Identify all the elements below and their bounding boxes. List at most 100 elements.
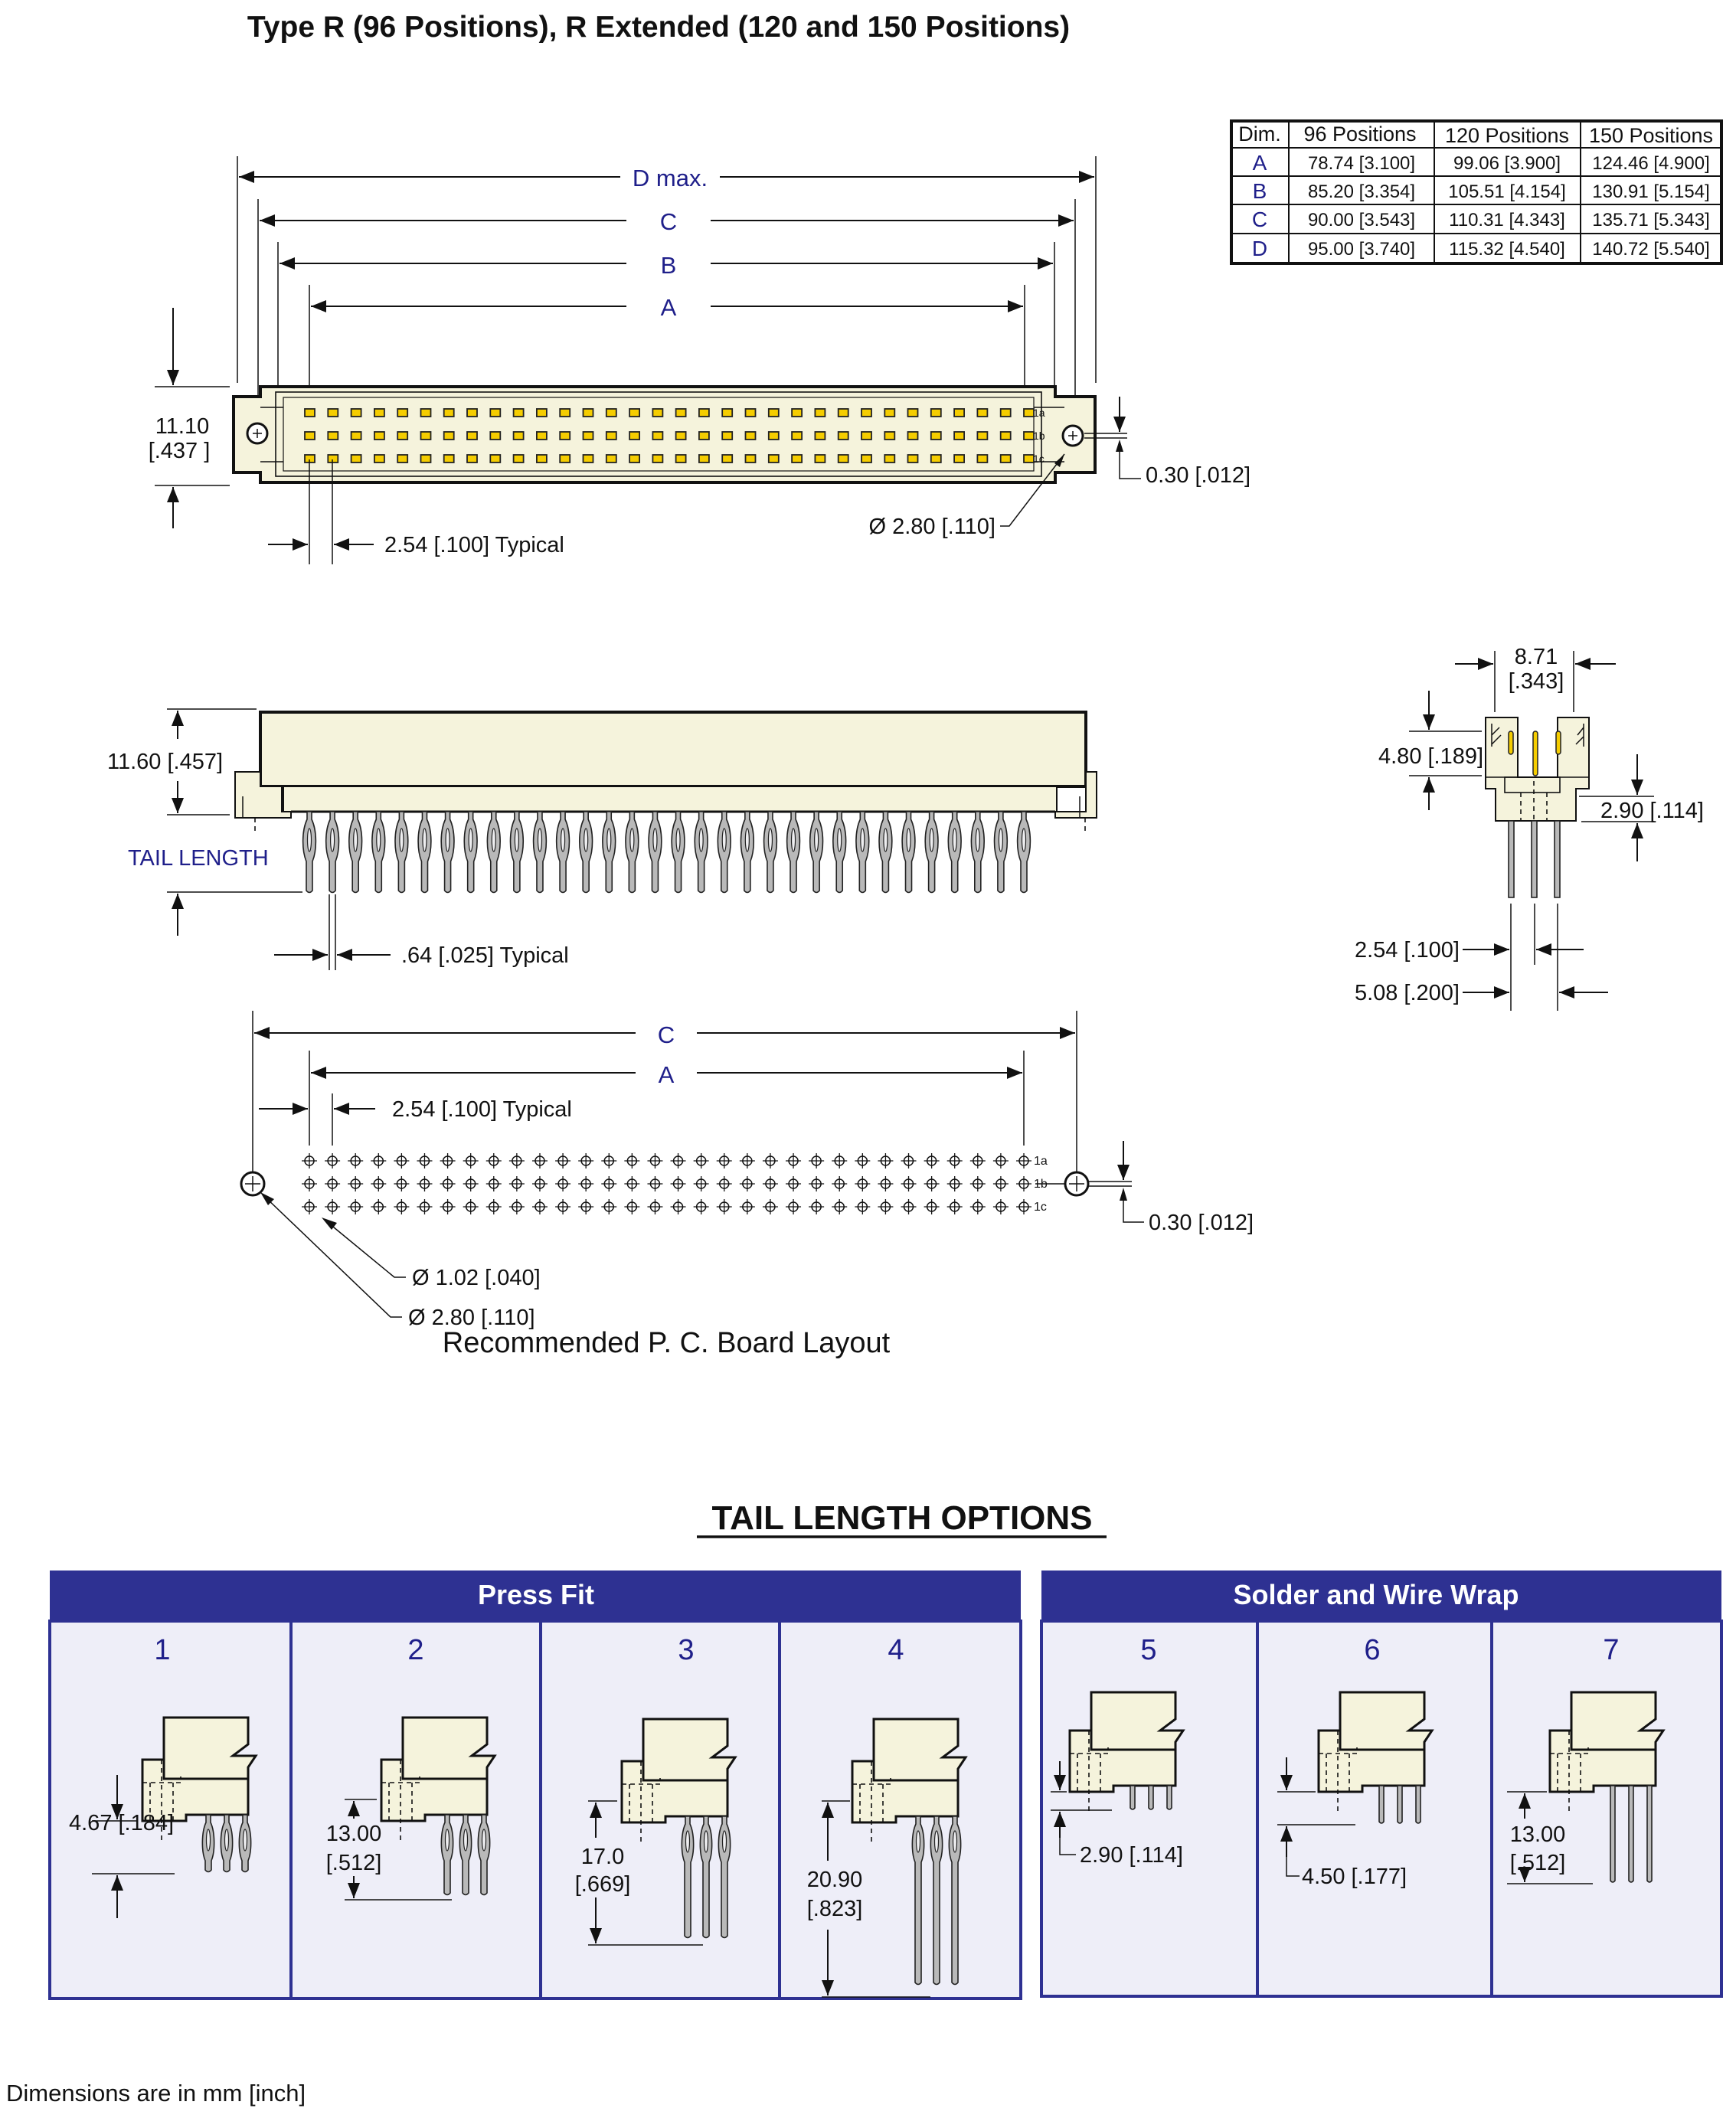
table-cell-dim: A [1253,151,1267,175]
contact [744,431,757,440]
contact [930,431,942,440]
contact [1023,454,1035,463]
pcb-hole [417,1176,433,1191]
pcb-hole [371,1199,387,1214]
pcb-hole [485,1153,502,1168]
pcb-hole [555,1176,571,1191]
pcb-hole [578,1199,594,1214]
pcb-hole [809,1176,825,1191]
group-header-solder [1041,1571,1721,1621]
pcb-hole [946,1199,963,1214]
contact [999,454,1012,463]
option-number-2: 2 [407,1634,423,1666]
contact [907,431,919,440]
tail-pin [809,811,824,894]
pcb-hole [1016,1199,1031,1214]
contact [652,454,664,463]
row-label-1c: 1c [1033,453,1045,465]
pcb-hole [463,1176,479,1191]
tail-pin [302,811,317,894]
contact [791,408,803,417]
pcb-row-label-1b: 1b [1034,1178,1048,1191]
option-2-dim-in: [.512] [326,1851,382,1875]
tail-pin [855,811,870,894]
contact [744,454,757,463]
pcb-hole [901,1153,917,1168]
option-4-dim-in: [.823] [807,1897,863,1921]
pcb-hole [992,1176,1009,1191]
contact [605,408,617,417]
page-title: Type R (96 Positions), R Extended (120 a… [247,11,1070,44]
contact [837,408,849,417]
height-in: [.437 ] [149,439,211,463]
pcb-hole [809,1199,825,1214]
pcb-hole-small: Ø 1.02 [.040] [412,1266,541,1290]
pcb-hole [969,1153,986,1168]
tail-width: .64 [.025] Typical [401,943,569,968]
tail-pin [394,811,409,894]
height-mm: 11.10 [155,414,209,439]
pcb-hole [417,1153,433,1168]
end-height: 4.80 [.189] [1378,744,1483,769]
contact [489,431,502,440]
contact [721,431,734,440]
tail-pin [417,811,432,894]
tail-pin [486,811,501,894]
pcb-dim-label-a: A [659,1061,675,1088]
contact [861,408,872,417]
contact [397,454,409,463]
contact [629,408,640,417]
option-number-5: 5 [1140,1634,1156,1666]
pcb-hole [1016,1153,1031,1168]
table-cell-p120: 115.32 [4.540] [1449,239,1565,260]
contact [930,454,942,463]
table-cell-p150: 124.46 [4.900] [1592,153,1709,174]
tail-pin [878,811,893,894]
table-cell-p150: 140.72 [5.540] [1592,239,1709,260]
option-number-7: 7 [1603,1634,1619,1666]
pcb-hole [647,1153,663,1168]
pcb-hole [624,1199,640,1214]
tail-pin [625,811,639,894]
contact [861,431,872,440]
connector-body-top [232,385,1097,484]
tail-pin [348,811,363,894]
tail-option-drawing-4 [851,1718,968,1986]
pcb-hole [832,1153,848,1168]
option-dim-lines-1 [92,1775,175,1918]
dim-label-d: D max. [633,165,708,191]
contact [512,454,525,463]
contact-array [304,408,1035,463]
pcb-hole [624,1176,640,1191]
pcb-hole [394,1176,410,1191]
pcb-hole [670,1176,686,1191]
option-7-dim-mm: 13.00 [1510,1822,1566,1847]
pcb-hole [371,1176,387,1191]
pcb-hole [786,1153,802,1168]
top-hole-dia: Ø 2.80 [.110] [868,515,996,539]
contact [953,454,965,463]
tail-options-heading: TAIL LENGTH OPTIONS [711,1499,1092,1537]
contact [744,408,757,417]
pcb-hole [832,1199,848,1214]
option-number-1: 1 [154,1634,170,1666]
pcb-hole [878,1176,894,1191]
contact [698,454,710,463]
option-6-dim: 4.50 [.177] [1302,1865,1407,1889]
tail-pin [970,811,985,894]
pcb-hole [531,1176,548,1191]
pcb-hole [946,1176,963,1191]
contact [397,431,409,440]
option-dim-lines-2 [345,1799,452,1901]
contact [884,454,896,463]
contact [999,431,1012,440]
group-header-press-fit [50,1571,1021,1621]
pcb-hole [348,1153,364,1168]
pcb-hole [739,1153,755,1168]
pcb-hole [878,1153,894,1168]
pcb-hole [578,1153,594,1168]
contact [536,408,548,417]
pcb-caption: Recommended P. C. Board Layout [443,1327,891,1359]
contact [605,454,617,463]
pcb-hole [325,1153,341,1168]
